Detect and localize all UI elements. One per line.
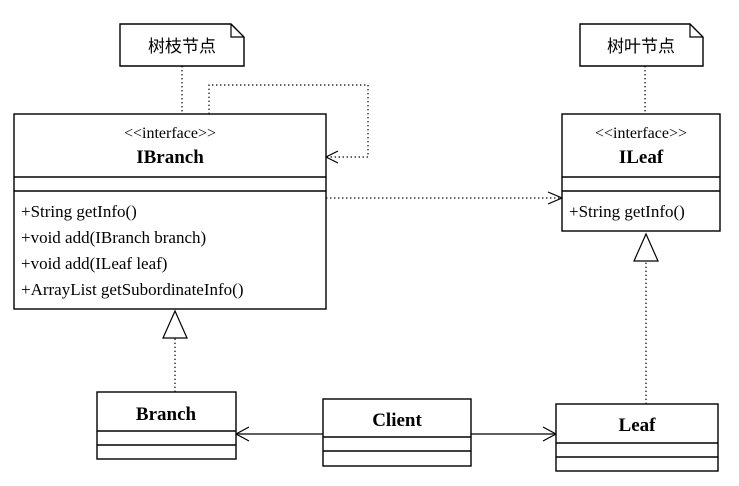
ibranch-name: IBranch <box>136 147 204 168</box>
branch-class: Branch <box>96 391 237 460</box>
ileaf-class: <<interface>> ILeaf +String getInfo() <box>561 113 721 232</box>
leaf-name: Leaf <box>619 415 657 436</box>
ibranch-method: +void add(ILeaf leaf) <box>21 254 167 273</box>
ibranch-class: <<interface>> IBranch +String getInfo() … <box>13 113 327 310</box>
branch-name: Branch <box>136 404 197 425</box>
branch-realization-triangle <box>162 309 188 339</box>
ibranch-self-dependency <box>208 84 369 158</box>
ibranch-method: +void add(IBranch branch) <box>21 228 206 247</box>
ibranch-method: +String getInfo() <box>21 202 137 221</box>
ileaf-name: ILeaf <box>619 147 664 168</box>
ibranch-method: +ArrayList getSubordinateInfo() <box>21 280 244 299</box>
leaf-class: Leaf <box>555 403 719 472</box>
branch-note: 树枝节点 <box>119 23 245 67</box>
leaf-realization-triangle <box>633 232 659 262</box>
ileaf-method: +String getInfo() <box>569 202 685 221</box>
client-name: Client <box>372 410 422 431</box>
branch-note-text: 树枝节点 <box>148 37 216 57</box>
ileaf-stereotype: <<interface>> <box>595 125 687 142</box>
ibranch-stereotype: <<interface>> <box>124 125 216 142</box>
leaf-note: 树叶节点 <box>579 23 704 67</box>
client-class: Client <box>322 398 472 467</box>
leaf-note-text: 树叶节点 <box>607 37 675 57</box>
